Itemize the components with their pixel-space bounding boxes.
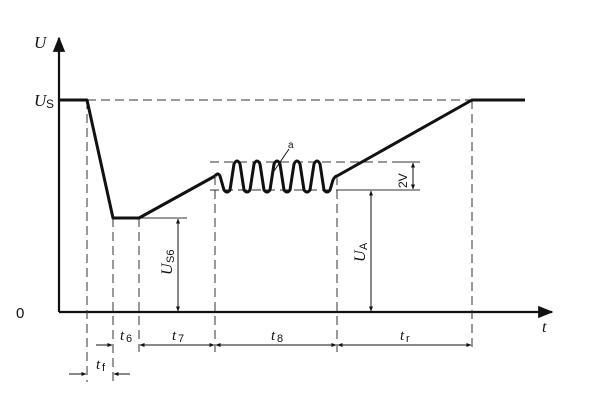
svg-text:U: U <box>352 249 369 262</box>
ripple-amplitude-dimension: 2V <box>396 162 415 190</box>
axes <box>52 36 554 319</box>
interval-label-t8: t 8 <box>271 328 283 345</box>
rise-segment <box>336 98 525 178</box>
origin-label: 0 <box>16 305 24 322</box>
y-axis-label: U <box>34 33 48 52</box>
voltage-curve <box>59 98 525 220</box>
interval-label-tr: t r <box>400 328 410 345</box>
us6-dimension: U S6 <box>159 218 180 312</box>
profile-segments <box>59 98 216 220</box>
svg-text:t: t <box>271 328 276 344</box>
ripple-marker: a <box>271 140 294 175</box>
ripple-marker-label: a <box>288 140 294 151</box>
svg-text:r: r <box>406 333 410 345</box>
svg-text:t: t <box>120 328 125 344</box>
svg-text:7: 7 <box>178 333 184 345</box>
svg-text:f: f <box>102 362 106 374</box>
svg-text:S: S <box>46 97 54 111</box>
svg-text:U: U <box>159 262 176 275</box>
ua-dimension: U A <box>352 190 373 312</box>
svg-text:S6: S6 <box>165 250 177 263</box>
x-axis-label: t <box>542 319 547 336</box>
time-dimensions <box>69 343 472 376</box>
svg-text:6: 6 <box>126 333 132 345</box>
ripple-wave <box>213 159 338 194</box>
svg-text:t: t <box>172 328 177 344</box>
svg-text:A: A <box>358 242 370 250</box>
interval-label-t7: t 7 <box>172 328 184 345</box>
interval-label-tf: t f <box>96 357 106 374</box>
svg-text:U: U <box>34 91 48 110</box>
ripple-amplitude-label: 2V <box>396 173 410 188</box>
us-level-label: U S <box>34 91 54 111</box>
svg-text:t: t <box>400 328 405 344</box>
interval-label-t6: t 6 <box>120 328 132 345</box>
svg-text:8: 8 <box>277 333 283 345</box>
svg-text:t: t <box>96 357 101 373</box>
solid-reference-lines <box>139 161 420 219</box>
